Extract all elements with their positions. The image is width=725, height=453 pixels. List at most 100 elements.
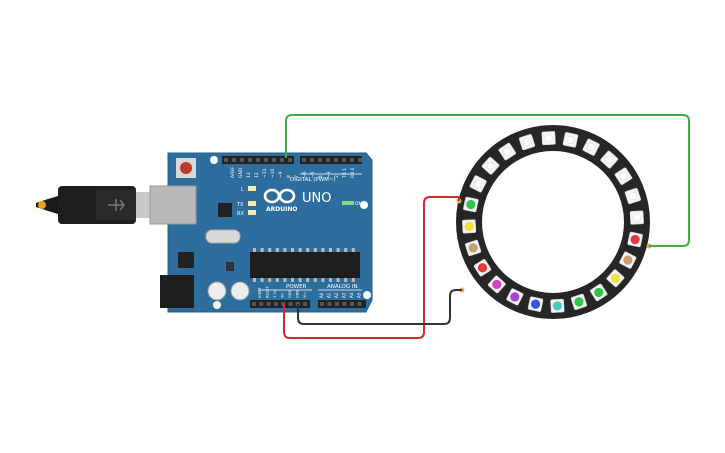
led-label-l: L [241, 187, 244, 193]
power-jack [160, 275, 194, 308]
reset-button[interactable] [180, 162, 192, 174]
ring-pixel [629, 210, 644, 225]
ring-pixel [527, 296, 544, 312]
pixel-light [477, 263, 488, 273]
infinity-loop-right-icon [278, 188, 296, 204]
wires [283, 114, 690, 339]
pin-label-top: TX 1 [342, 168, 348, 179]
voltage-regulator [178, 252, 194, 268]
pixel-light [552, 301, 562, 311]
analog-pin-socket[interactable] [335, 302, 339, 306]
analog-pin-socket[interactable] [357, 302, 362, 306]
analog-label: ANALOG IN [327, 284, 358, 290]
analog-pin-socket[interactable] [327, 302, 332, 306]
led-on-label: ON [355, 201, 362, 207]
digital-pin-socket[interactable] [224, 158, 228, 162]
ring-pixel [481, 156, 500, 175]
analog-pin-label: A0 [319, 292, 324, 298]
analog-pin-socket[interactable] [320, 302, 324, 306]
pixel-light [610, 273, 621, 283]
chip-pin [344, 278, 348, 282]
ring-pixel [562, 132, 579, 148]
digital-pin-socket[interactable] [280, 158, 284, 162]
power-pin-socket[interactable] [266, 302, 271, 306]
chip-pin [260, 248, 264, 252]
power-label: POWER [286, 284, 307, 290]
analog-pin-label: A4 [349, 292, 354, 298]
analog-pin-socket[interactable] [342, 302, 347, 306]
digital-pin-socket[interactable] [240, 158, 244, 162]
digital-pin-socket[interactable] [326, 158, 330, 162]
led-label-tx: TX [236, 202, 244, 208]
digital-pin-socket[interactable] [358, 158, 362, 162]
ground-wire[interactable] [297, 289, 462, 325]
digital-pin-socket[interactable] [342, 158, 346, 162]
pin-label-top: GND [238, 167, 244, 178]
ring-pixel [606, 269, 625, 288]
digital-pin-socket[interactable] [232, 158, 236, 162]
pin-label-top: 4 [318, 175, 324, 178]
power-pin-socket[interactable] [252, 302, 256, 306]
chip-pin [260, 278, 264, 282]
power-wire[interactable] [283, 196, 460, 339]
digital-pin-socket[interactable] [248, 158, 252, 162]
power-pin-socket[interactable] [273, 302, 278, 306]
data-wire[interactable] [285, 114, 690, 247]
mounting-hole-1 [210, 156, 218, 164]
digital-header-right [300, 156, 362, 164]
chip-pin [336, 278, 340, 282]
chip-pin [283, 278, 287, 282]
ring-pixel [462, 219, 477, 234]
chip-pin [253, 248, 256, 252]
digital-pin-socket[interactable] [264, 158, 268, 162]
ring-pixel [463, 196, 479, 213]
status-leds: L TX RX ON [236, 186, 362, 217]
digital-pin-socket[interactable] [318, 158, 322, 162]
power-pin-label: GND [296, 290, 300, 298]
power-pin-socket[interactable] [303, 302, 308, 306]
digital-pin-socket[interactable] [310, 158, 314, 162]
ring-pixel [518, 134, 536, 151]
pixel-light [486, 161, 495, 170]
power-pin-label: IOREF [258, 287, 262, 298]
led-rx [248, 210, 256, 215]
chip-pin [291, 278, 294, 282]
power-pin-socket[interactable] [288, 302, 293, 306]
digital-pin-socket[interactable] [302, 158, 306, 162]
neopixel-ring[interactable] [456, 125, 652, 319]
pin-label-top: RX 0 [350, 167, 356, 178]
usb-cable-strain-relief [36, 196, 58, 214]
chip-pin [253, 278, 256, 282]
ring-pixel [541, 131, 556, 146]
digital-pin-socket[interactable] [334, 158, 338, 162]
digital-pin-socket[interactable] [256, 158, 260, 162]
chip-pin [329, 278, 332, 282]
pin-label-top: 8 [286, 175, 292, 178]
pixel-light [503, 147, 512, 156]
analog-pin-socket[interactable] [350, 302, 354, 306]
ring-pixel [487, 275, 506, 294]
power-pin-label: GND [288, 290, 292, 298]
power-pin-label: Vin [303, 292, 307, 298]
ring-pixel [506, 288, 524, 306]
digital-pin-socket[interactable] [272, 158, 276, 162]
pin-label-top: ~10 [270, 168, 276, 178]
atmega-chip-pins [253, 248, 355, 282]
power-pin-label: RESET [266, 286, 270, 298]
chip-pin [321, 278, 325, 282]
logo-text: ARDUINO [266, 206, 297, 213]
ring-pixel [570, 293, 588, 310]
ring-pixel [590, 283, 608, 302]
ring-pixel [624, 187, 641, 205]
ring-pixel [473, 259, 492, 277]
digital-pin-socket[interactable] [350, 158, 354, 162]
digital-pin-socket[interactable] [288, 158, 292, 162]
power-pin-socket[interactable] [259, 302, 264, 306]
digital-header-label: DIGITAL (PWM~) [290, 177, 336, 183]
analog-pin-label: A3 [342, 292, 347, 298]
power-pin-label: 3.3V [273, 289, 277, 298]
pin-label-top: ~9 [278, 171, 284, 178]
